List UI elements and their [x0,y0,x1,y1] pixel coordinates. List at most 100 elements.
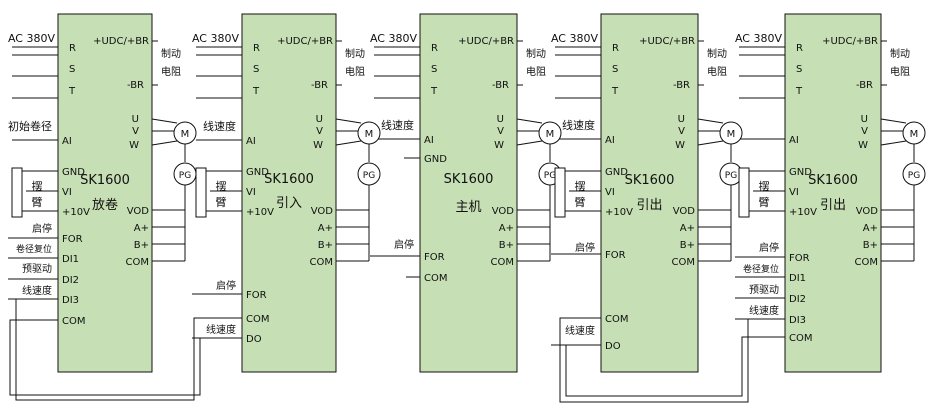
ai-input-label: 线速度 [381,118,414,132]
motor-phase-terminal: W [858,140,868,151]
supply-label: AC 380V [735,32,783,45]
encoder-icon [357,162,381,186]
ai-input-label: 初始卷径 [8,119,52,133]
encoder-output-terminal: B+ [318,240,333,251]
motor-label: M [546,129,555,140]
drive-body [419,13,518,373]
control-terminal: GND [789,167,812,178]
drive-unit: AC 380VRST+UDC/+BR-BR制动电阻UVWMPGVODA+B+CO… [551,13,743,373]
control-signal-label: 启停 [759,241,779,254]
brake-terminal: -BR [311,80,328,91]
brake-terminal: -BR [127,80,144,91]
motor-wire [516,140,543,146]
drive-model: SK1600 [80,173,130,188]
phase-terminal: R [69,43,76,54]
dc-bus-terminal: +UDC/+BR [639,36,695,47]
encoder-label: PG [544,171,556,181]
drive-units: AC 380VRST+UDC/+BR-BR制动电阻UVWMPGVODA+B+CO… [8,13,926,373]
control-signal-label: 线速度 [565,324,595,337]
encoder-output-terminal: COM [310,257,333,268]
motor-phase-terminal: U [678,114,685,125]
motor-phase-terminal: U [316,114,323,125]
brake-terminal: -BR [673,80,690,91]
motor-phase-terminal: W [494,140,504,151]
brake-resistor-label: 电阻 [526,65,546,78]
drive-model: SK1600 [625,173,675,188]
phase-terminal: S [431,64,437,75]
phase-terminal: S [253,64,259,75]
control-terminal: COM [246,314,269,325]
drive-unit: AC 380VRST+UDC/+BR-BR制动电阻UVWMPGVODA+B+CO… [8,13,197,373]
dc-bus-terminal: +UDC/+BR [93,36,149,47]
encoder-output-terminal: VOD [127,206,150,217]
encoder-label: PG [179,171,191,181]
drive-role: 引出 [636,198,662,213]
motor-phase-terminal: U [132,114,139,125]
control-terminal: VI [789,187,799,198]
control-terminal: GND [246,167,269,178]
encoder-output-terminal: A+ [134,223,149,234]
encoder-output-terminal: COM [672,257,695,268]
control-signal-label: 线速度 [22,284,52,297]
motor-wire [335,118,362,124]
encoder-output-terminal: VOD [492,206,515,217]
dancer-potentiometer [554,167,566,218]
control-terminal: DI2 [62,275,79,286]
motor-wire [516,118,543,124]
drive-role: 主机 [455,200,481,215]
motor-label: M [727,129,736,140]
encoder-output-terminal: B+ [680,240,695,251]
drive-role: 引出 [820,198,846,213]
motor-wire [697,118,724,124]
brake-resistor-label: 电阻 [345,65,365,78]
dancer-label: 臂 [575,196,586,209]
wiring-lines [8,14,915,403]
phase-terminal: T [795,86,803,97]
control-terminal: DI2 [789,294,806,305]
motor-icon [538,121,562,145]
encoder-output-terminal: COM [126,257,149,268]
motor-wire [335,140,362,146]
drive-body [784,13,882,373]
control-terminal: DO [605,341,621,352]
control-terminal: FOR [424,252,445,263]
drive-model: SK1600 [808,173,858,188]
line-speed-link [565,336,785,397]
encoder-output-terminal: VOD [673,206,696,217]
brake-resistor-label: 电阻 [707,65,727,78]
dancer-potentiometer [11,167,23,218]
control-signal-label: 预驱动 [22,263,52,275]
motor-phase-terminal: W [313,140,323,151]
encoder-output-terminal: B+ [134,240,149,251]
phase-terminal: R [612,43,619,54]
control-terminal: COM [424,273,447,284]
encoder-output-terminal: A+ [680,223,695,234]
dc-bus-terminal: +UDC/+BR [277,36,333,47]
ai-input-label: 线速度 [203,119,236,133]
control-terminal: DI3 [789,315,806,326]
encoder-label: PG [908,171,920,181]
control-signal-label: 线速度 [749,304,779,317]
motor-icon [173,121,197,145]
drive-body [600,13,699,373]
motor-label: M [181,129,190,140]
control-terminal: AI [424,135,434,146]
motor-icon [719,121,743,145]
brake-resistor-label: 电阻 [161,65,181,78]
drive-unit: AC 380VRST+UDC/+BR-BR制动电阻UVWMPGVODA+B+CO… [735,13,926,373]
supply-label: AC 380V [192,32,240,45]
control-terminal: +10V [605,207,633,218]
control-signal-label: 启停 [32,222,52,235]
dancer-potentiometer [738,167,750,218]
control-terminal: +10V [62,207,90,218]
control-terminal: DI1 [789,273,806,284]
brake-resistor-label: 制动 [890,47,910,60]
motor-wire [151,140,178,146]
motor-phase-terminal: V [678,126,685,137]
control-signal-label: 卷径复位 [743,263,779,275]
motor-phase-terminal: V [861,126,868,137]
control-signal-label: 启停 [216,279,236,292]
motor-phase-terminal: U [861,114,868,125]
motor-wire [697,140,724,146]
phase-terminal: R [431,43,438,54]
